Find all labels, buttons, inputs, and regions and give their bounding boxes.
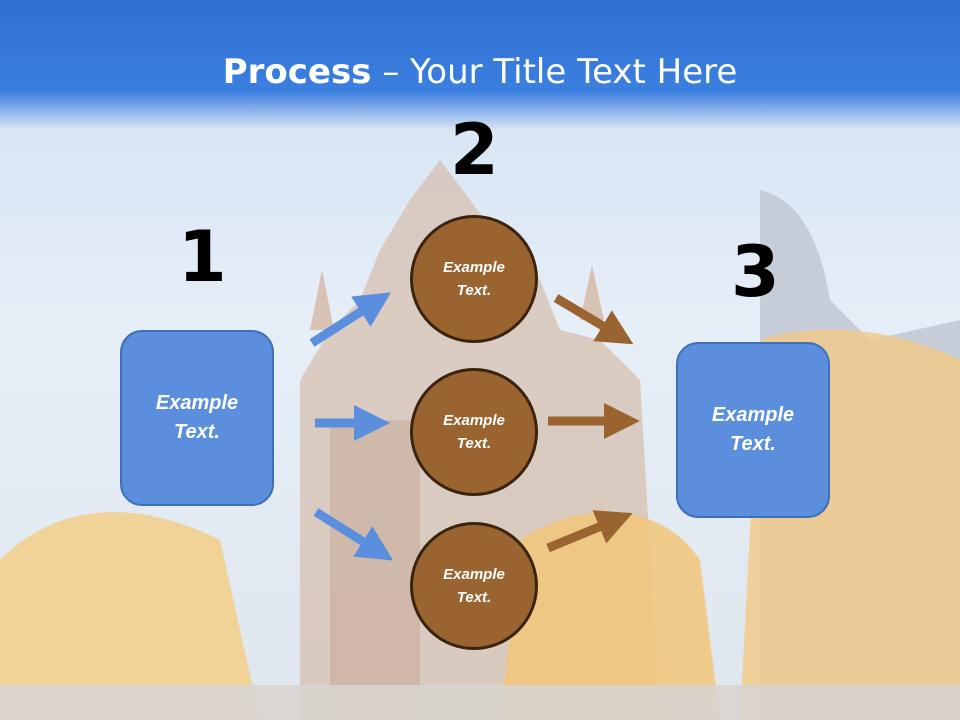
step-number-2: 2: [450, 109, 499, 191]
title-bar: [0, 0, 960, 130]
step-number-1: 1: [178, 216, 227, 298]
title-bold: Process: [222, 52, 372, 92]
step-number-3: 3: [731, 231, 780, 313]
slide-title: Process – Your Title Text Here: [0, 52, 960, 92]
title-rest: – Your Title Text Here: [371, 52, 738, 92]
